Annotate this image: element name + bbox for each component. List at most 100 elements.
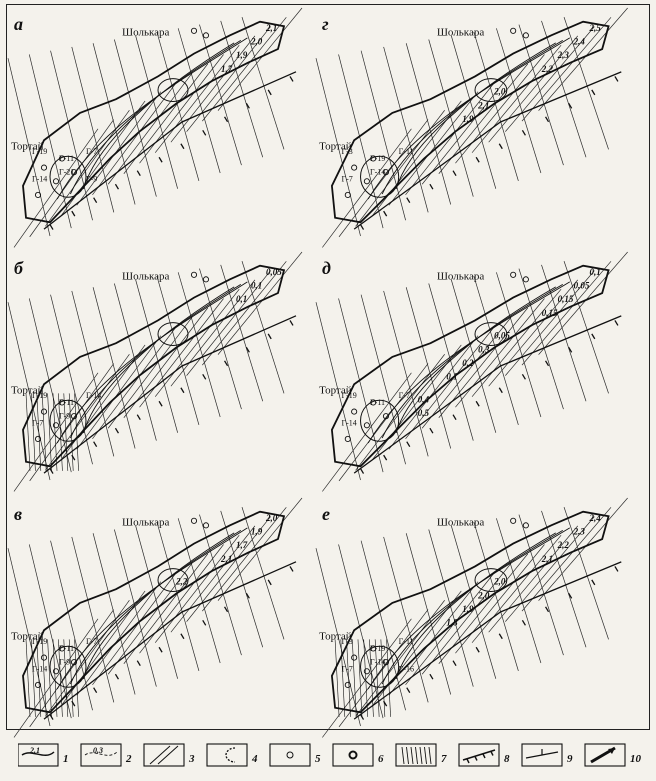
contour-label: 2,4: [588, 513, 601, 523]
legend-item-1: 2,11: [18, 743, 69, 767]
fault-tick: [245, 593, 250, 599]
profile-line: [388, 335, 479, 450]
contour-label: 2,0: [477, 590, 490, 600]
hatch-line: [58, 639, 63, 717]
well-symbol: [382, 659, 390, 666]
fault-line: [353, 561, 622, 720]
profile-line: [177, 28, 221, 174]
profile-line: [541, 510, 587, 648]
profile-line: [13, 618, 99, 738]
profile-line: [405, 572, 495, 686]
well-symbol: [510, 27, 517, 34]
contour-label: 0,1: [236, 294, 247, 304]
fault-tick: [614, 320, 619, 326]
well-symbol: [351, 408, 358, 415]
legend-symbol: [406, 746, 409, 765]
well-label: Г-19: [32, 637, 47, 646]
contour-label: 0,4: [418, 394, 430, 404]
place-name-tortay: Тортай: [11, 384, 44, 396]
profile-grid: [315, 251, 628, 492]
contour-label: 0,05: [494, 331, 510, 341]
fault-tick: [359, 468, 365, 474]
fault-tick: [591, 333, 596, 340]
isoline-closure: [49, 155, 87, 198]
profile-line: [29, 119, 114, 238]
hatch-line: [68, 393, 74, 471]
legend-symbol: [348, 750, 358, 760]
isoline-closure: [474, 568, 508, 592]
well-symbol: [40, 164, 48, 171]
profile-line: [13, 128, 99, 248]
contour-label: 2,5: [588, 23, 601, 33]
well-symbol: [190, 517, 198, 524]
legend-number: 4: [251, 753, 258, 765]
wells: [34, 517, 210, 689]
legend-item-4: 4: [206, 743, 258, 767]
well-symbol: [34, 435, 42, 443]
profile-line: [383, 290, 429, 457]
profile-line: [450, 35, 497, 189]
profile-line: [471, 534, 562, 643]
profile-line: [488, 35, 579, 143]
legend-symbol: [21, 751, 55, 757]
hatch-line: [74, 393, 79, 471]
profile-line: [114, 283, 157, 441]
isoline: [56, 37, 248, 200]
hatch-line: [31, 393, 36, 471]
well-label: Г-19: [370, 154, 385, 163]
isoline-closure: [474, 322, 508, 346]
fault-tick: [114, 183, 120, 190]
panel-letter: е: [322, 504, 330, 524]
hatch-line: [334, 639, 340, 717]
profile-line: [322, 372, 412, 492]
well-symbol: [202, 32, 210, 39]
structure-outline: [330, 20, 610, 224]
contour-label: 1,9: [462, 114, 474, 124]
well-symbol: [190, 27, 198, 34]
well-symbol: [370, 399, 377, 406]
well-label: Г-19: [32, 147, 47, 156]
fault-trace: [353, 561, 622, 720]
fault-tick: [544, 606, 550, 613]
fault-tick: [591, 89, 596, 96]
hatch-line: [41, 393, 47, 471]
profile-line: [13, 372, 99, 492]
place-name-tortay: Тортай: [11, 630, 44, 642]
fault-tick: [591, 579, 596, 586]
fault-tick: [136, 660, 141, 667]
profile-line: [92, 326, 177, 439]
isoline: [69, 39, 242, 195]
fault-tick: [245, 103, 250, 109]
contour-label: 0,2: [462, 358, 474, 368]
isoline: [69, 529, 242, 685]
legend-symbol: [410, 746, 414, 765]
hatch-line: [380, 639, 386, 717]
profile-line: [421, 316, 512, 429]
profile-line: [405, 82, 495, 196]
fault-tick: [452, 170, 457, 177]
well-symbol: [363, 668, 370, 675]
isoline-closure: [360, 645, 400, 688]
profile-line: [428, 39, 474, 197]
profile-line: [92, 572, 177, 685]
profile-line: [388, 91, 479, 206]
hatch-line: [340, 639, 346, 717]
profile-line: [107, 72, 193, 185]
fault-tick: [158, 646, 163, 653]
place-name-sholkara: Шолькара: [122, 26, 170, 38]
profile-line: [177, 272, 221, 418]
fault-tick: [614, 76, 619, 82]
well-label: Г-7: [399, 391, 410, 400]
profile-line: [471, 288, 562, 397]
well-label: Г-7: [86, 147, 97, 156]
legend-symbol: [415, 746, 418, 765]
well-symbol: [382, 169, 390, 176]
profile-line: [107, 316, 193, 429]
fault-tick: [452, 414, 457, 421]
place-name-sholkara: Шолькара: [122, 270, 170, 282]
profile-line: [170, 525, 256, 633]
place-name-sholkara: Шолькара: [437, 516, 485, 528]
hatch-line: [374, 639, 380, 717]
